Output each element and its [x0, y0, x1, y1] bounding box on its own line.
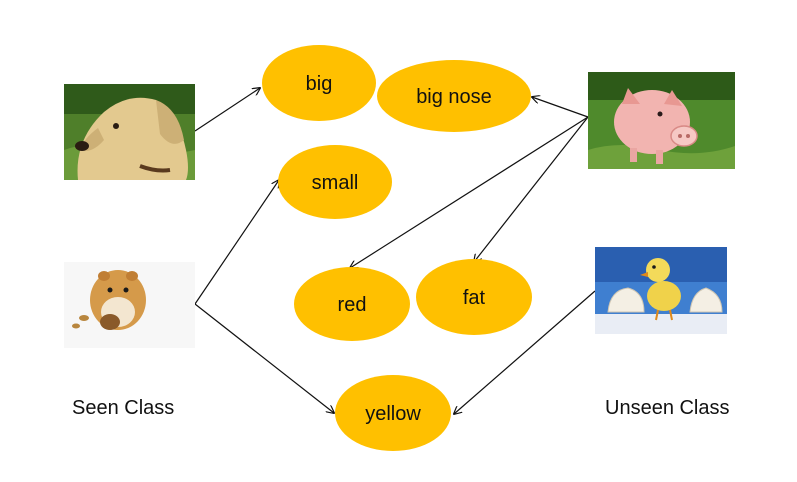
- pig-photo: [588, 72, 735, 169]
- attribute-yellow-ellipse: [335, 375, 451, 451]
- attribute-big-ellipse: [262, 45, 376, 121]
- attribute-fat-ellipse: [416, 259, 532, 335]
- attribute-big-nose-label: big nose: [416, 86, 492, 108]
- attribute-red: red: [294, 267, 410, 341]
- link-dog-big: [194, 88, 260, 132]
- seen-class-label: Seen Class: [72, 397, 175, 419]
- attribute-fat-label: fat: [463, 287, 486, 309]
- link-hamster-small: [194, 180, 279, 305]
- attribute-fat: fat: [416, 259, 532, 335]
- attribute-big: big: [262, 45, 376, 121]
- link-chick-yellow: [454, 290, 596, 414]
- attribute-yellow-label: yellow: [365, 403, 421, 425]
- link-pig-fat: [474, 116, 589, 262]
- attribute-yellow: yellow: [335, 375, 451, 451]
- dog-photo: [64, 84, 195, 180]
- attribute-big-nose-ellipse: [377, 60, 531, 132]
- attribute-red-label: red: [338, 294, 367, 316]
- link-pig-red: [350, 116, 589, 268]
- link-hamster-yellow: [194, 303, 334, 413]
- attribute-small-label: small: [312, 172, 359, 194]
- link-pig-big-nose: [532, 97, 589, 118]
- chick-photo: [595, 247, 727, 334]
- unseen-class-label: Unseen Class: [605, 397, 730, 419]
- attribute-small: small: [278, 145, 392, 219]
- attribute-big-label: big: [306, 73, 333, 95]
- attribute-small-ellipse: [278, 145, 392, 219]
- attribute-big-nose: big nose: [377, 60, 531, 132]
- attribute-red-ellipse: [294, 267, 410, 341]
- hamster-photo: [64, 262, 195, 348]
- links: [194, 88, 596, 414]
